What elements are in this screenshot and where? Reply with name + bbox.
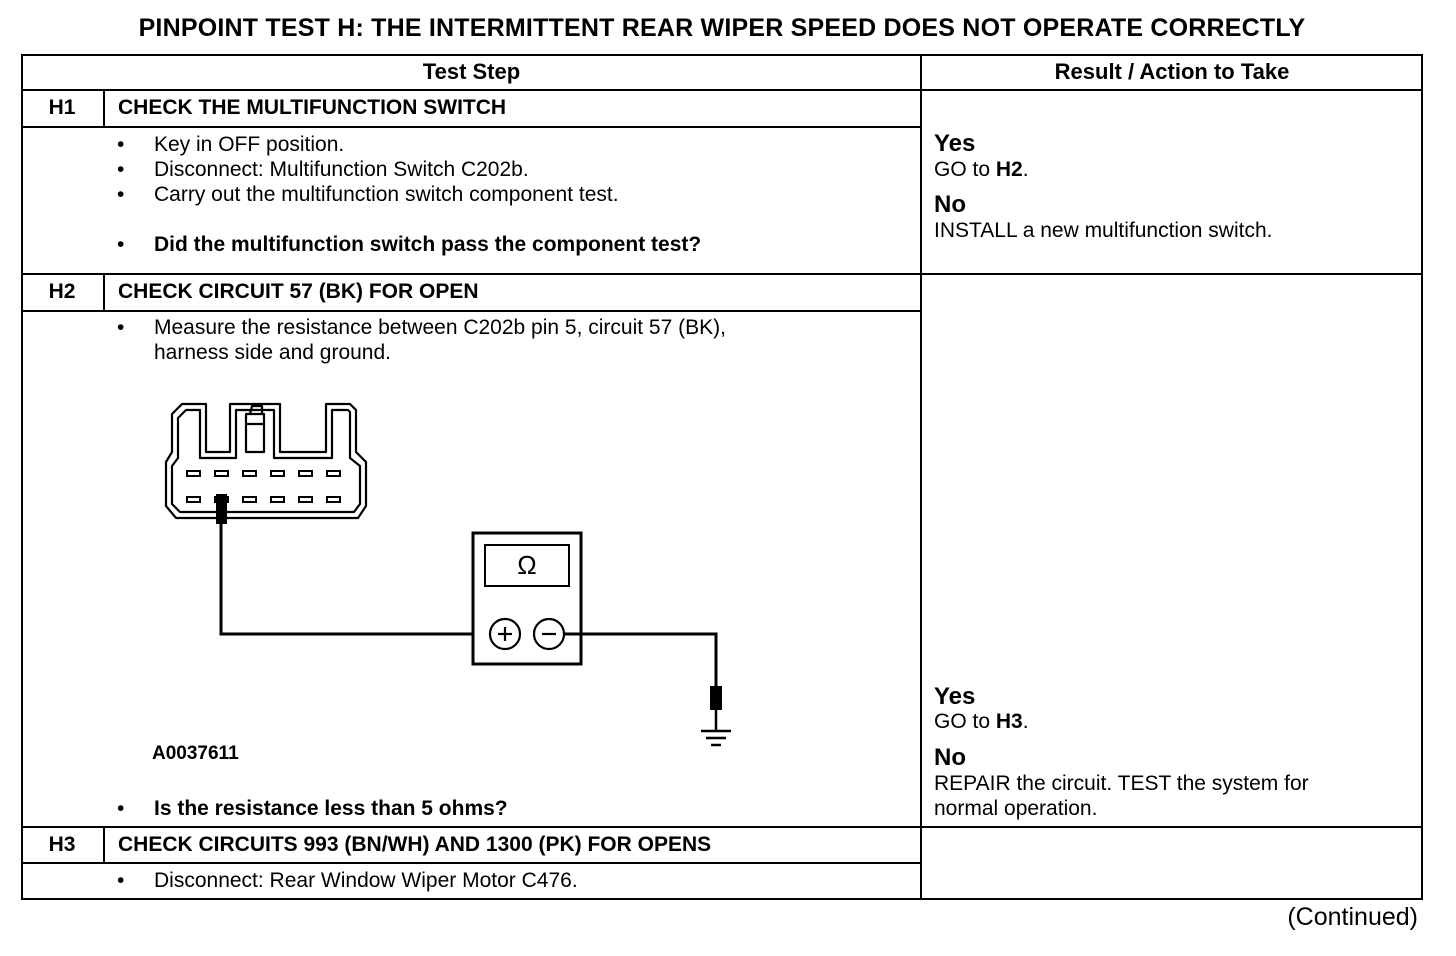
h1-yes-action-prefix: GO to <box>934 158 996 181</box>
step-id-divider-h2 <box>103 274 105 311</box>
bullet-icon: • <box>117 158 125 181</box>
h1-yes-label: Yes <box>934 130 976 157</box>
ground-probe <box>710 686 722 710</box>
h2-no-action-line-1: REPAIR the circuit. TEST the system for <box>934 772 1309 795</box>
h1-bottom-line <box>21 273 1423 275</box>
bullet-icon: • <box>117 316 125 339</box>
meter-ohm-symbol: Ω <box>517 550 537 580</box>
h1-title-bottom-line <box>21 126 922 128</box>
h3-bullet-1: Disconnect: Rear Window Wiper Motor C476… <box>154 869 578 892</box>
connector-pin <box>326 496 341 503</box>
connector-pin <box>298 496 313 503</box>
bullet-icon: • <box>117 233 125 256</box>
connector-latch <box>244 412 266 454</box>
h2-yes-action: GO to H3. <box>934 709 1029 734</box>
connector-pin <box>242 496 257 503</box>
h2-yes-target: H3 <box>995 710 1023 733</box>
h2-no-label: No <box>934 744 966 771</box>
column-header-test-step: Test Step <box>422 59 521 84</box>
bullet-icon: • <box>117 183 125 206</box>
negative-lead <box>564 632 718 686</box>
step-title-h1: CHECK THE MULTIFUNCTION SWITCH <box>118 96 507 119</box>
h2-question: Is the resistance less than 5 ohms? <box>154 797 508 820</box>
connector-pin <box>270 470 285 477</box>
h2-yes-label: Yes <box>934 683 976 710</box>
connector-pin <box>186 470 201 477</box>
h1-bullet-1: Key in OFF position. <box>154 133 345 156</box>
step-title-h2: CHECK CIRCUIT 57 (BK) FOR OPEN <box>118 280 479 303</box>
continued-label: (Continued) <box>1287 903 1418 931</box>
h3-title-bottom-line <box>21 862 922 864</box>
connector-body <box>164 402 368 520</box>
step-id-h3: H3 <box>48 833 76 856</box>
h1-yes-action-suffix: . <box>1022 158 1029 181</box>
step-id-h1: H1 <box>48 96 76 119</box>
multimeter-display <box>484 544 570 587</box>
connector-pin <box>214 470 229 477</box>
ground-icon <box>701 729 731 747</box>
bullet-icon: • <box>117 869 125 892</box>
step-id-divider-h3 <box>103 827 105 864</box>
bullet-icon: • <box>117 133 125 156</box>
connector-pin <box>242 470 257 477</box>
h1-question: Did the multifunction switch pass the co… <box>154 233 702 256</box>
step-id-divider-h1 <box>103 90 105 127</box>
connector-inner <box>170 408 362 514</box>
bullet-icon: • <box>117 797 125 820</box>
h2-yes-action-suffix: . <box>1022 710 1029 733</box>
column-header-result: Result / Action to Take <box>1054 59 1290 84</box>
step-id-h2: H2 <box>48 280 76 303</box>
h1-yes-target: H2 <box>995 158 1023 181</box>
h2-bullet-line-1: Measure the resistance between C202b pin… <box>154 316 726 339</box>
h2-yes-action-prefix: GO to <box>934 710 996 733</box>
probe-tip <box>216 494 227 524</box>
h1-yes-action: GO to H2. <box>934 157 1029 182</box>
connector-pin <box>298 470 313 477</box>
figure-id: A0037611 <box>152 743 239 764</box>
test-table <box>21 54 1423 900</box>
h2-no-action-line-2: normal operation. <box>934 797 1098 820</box>
connector-pin <box>270 496 285 503</box>
h1-no-action: INSTALL a new multifunction switch. <box>934 219 1273 242</box>
h1-no-label: No <box>934 191 966 218</box>
connector-pin <box>326 470 341 477</box>
h1-bullet-3: Carry out the multifunction switch compo… <box>154 183 619 206</box>
positive-lead <box>219 524 488 636</box>
column-divider <box>920 54 922 900</box>
page-title: PINPOINT TEST H: THE INTERMITTENT REAR W… <box>138 14 1306 42</box>
h1-bullet-2: Disconnect: Multifunction Switch C202b. <box>154 158 529 181</box>
h2-title-bottom-line <box>21 310 922 312</box>
step-title-h3: CHECK CIRCUITS 993 (BN/WH) AND 1300 (PK)… <box>118 833 712 856</box>
header-bottom-line <box>21 89 1423 91</box>
h2-bottom-line <box>21 826 1423 828</box>
connector-pin <box>186 496 201 503</box>
h2-bullet-line-2: harness side and ground. <box>154 341 391 364</box>
